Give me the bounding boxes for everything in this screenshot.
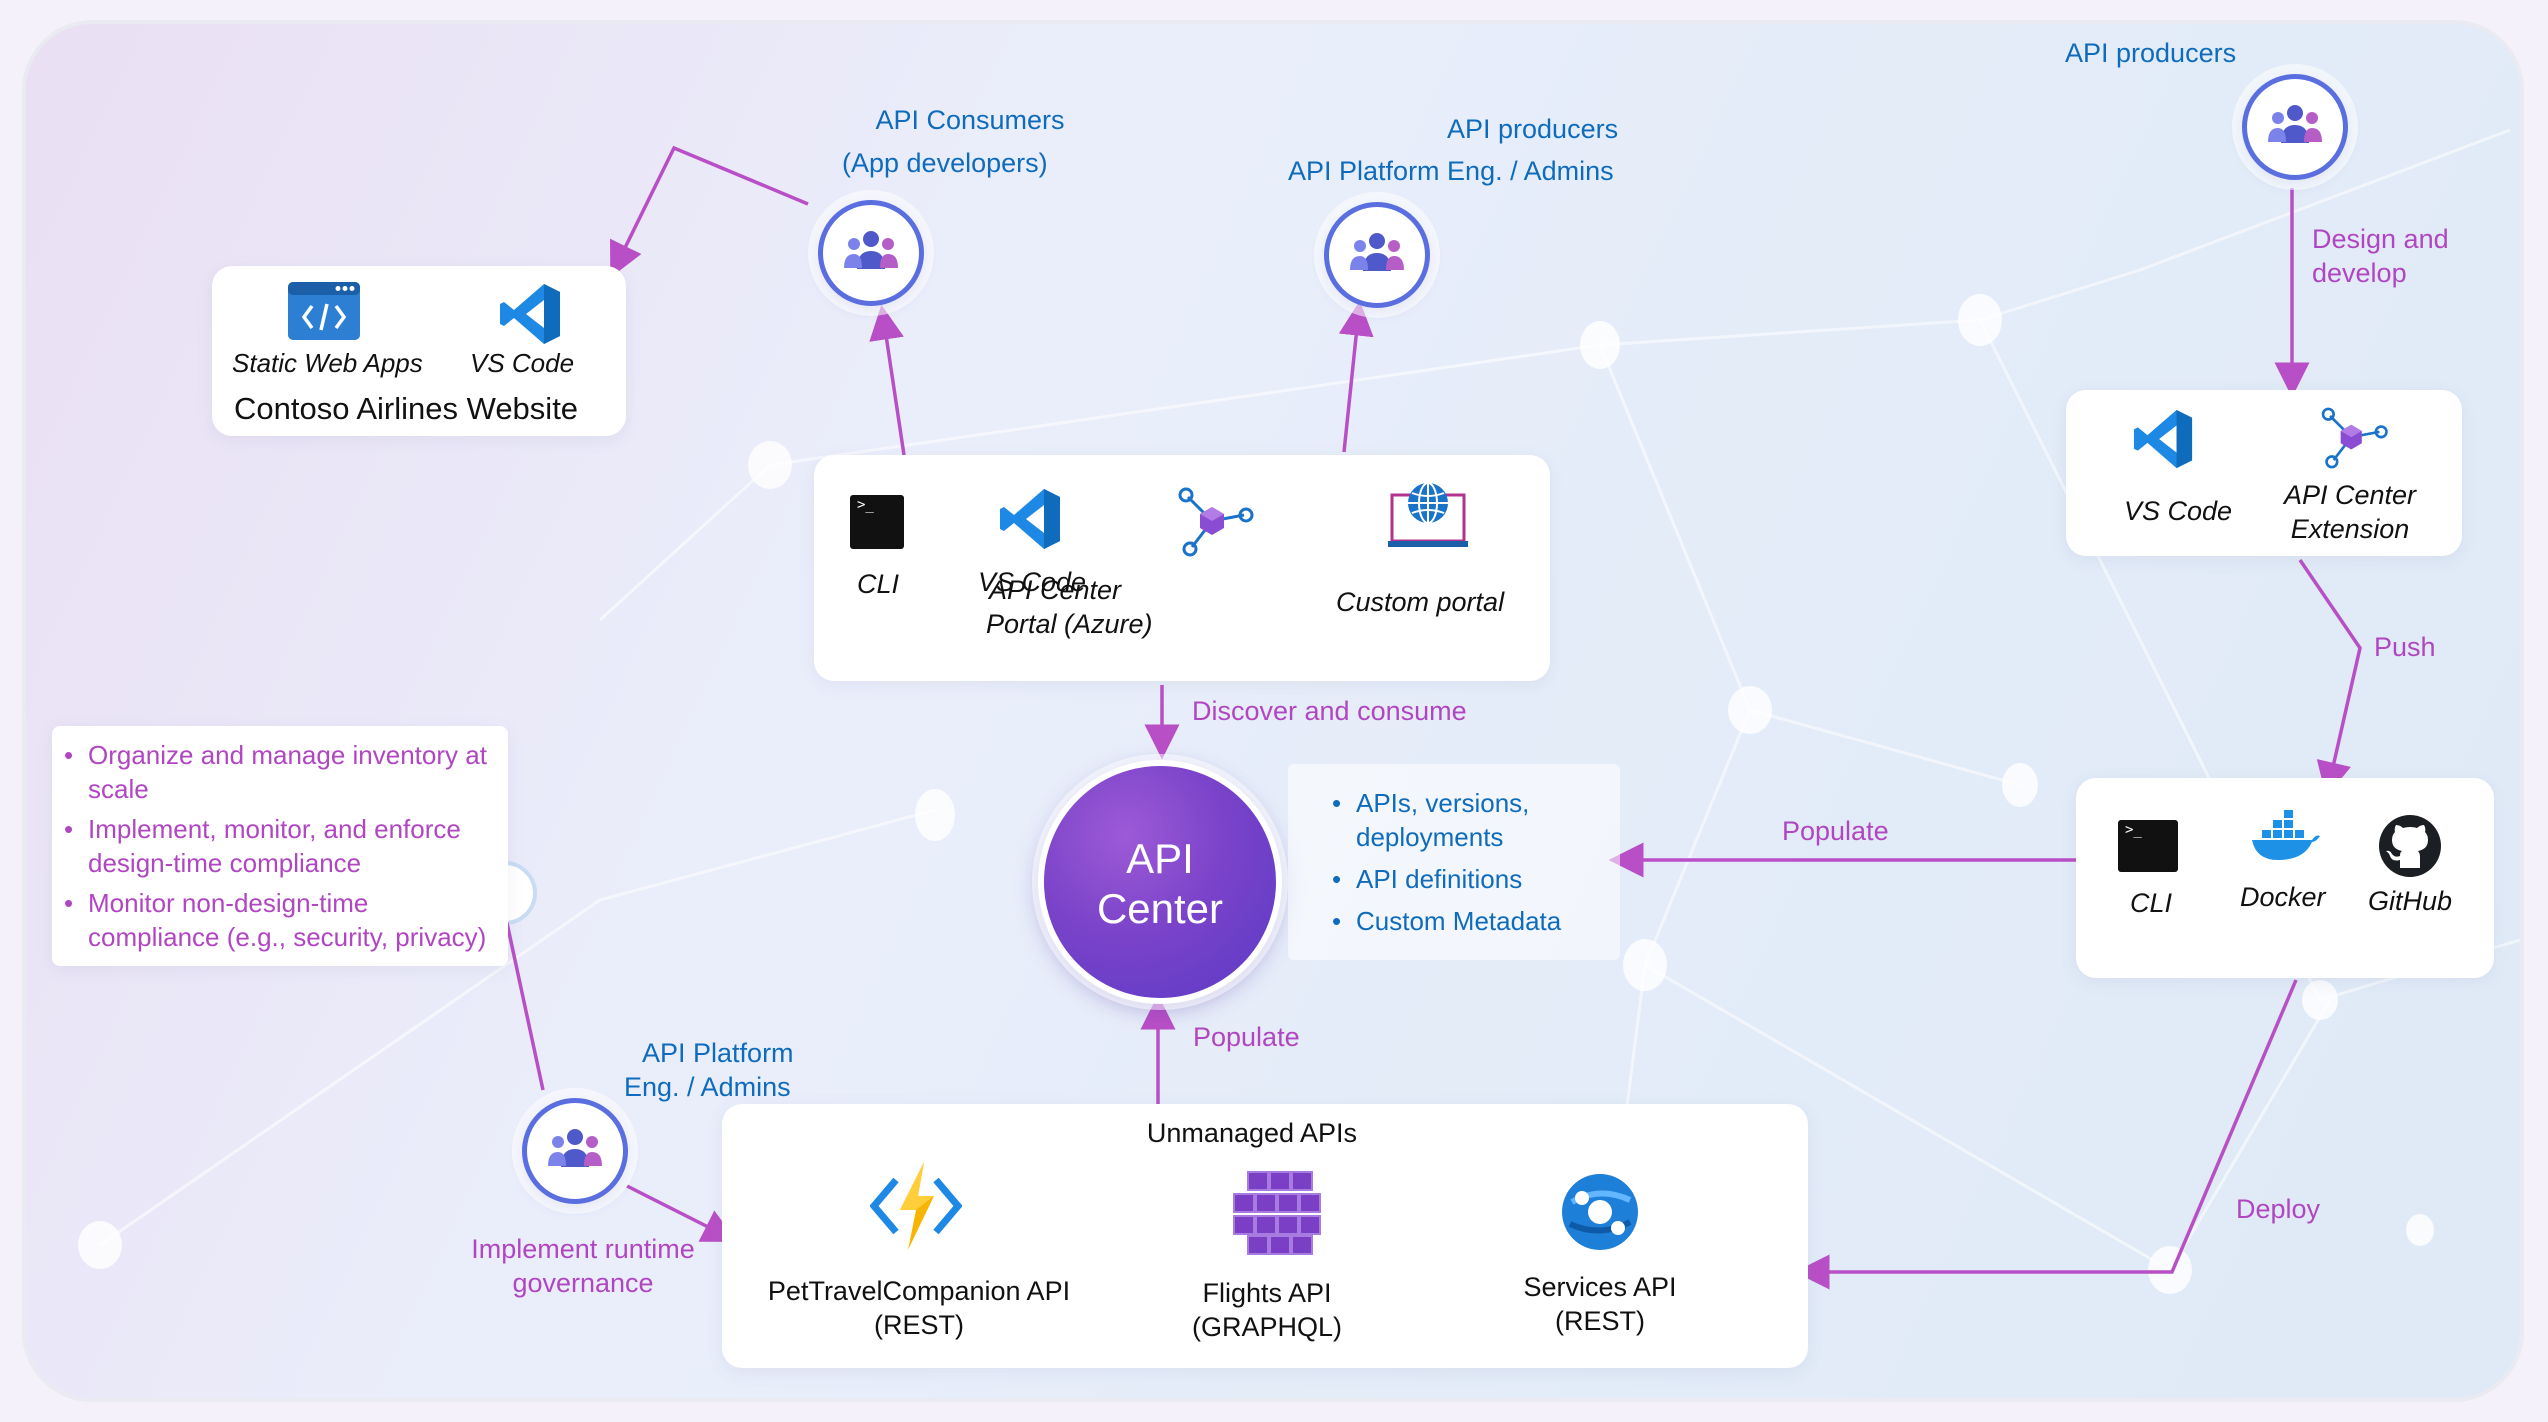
custom-portal-label: Custom portal (1336, 587, 1505, 617)
docker-label: Docker (2240, 882, 2326, 912)
design-develop-label-1: Design and (2312, 224, 2449, 254)
design-develop-label-2: develop (2312, 258, 2407, 288)
api-center-hub: API Center (1038, 760, 1282, 1004)
vscode-label: VS Code (470, 348, 575, 378)
populate-bottom-label: Populate (1193, 1022, 1300, 1052)
api-center-extension-label-2: Extension (2290, 514, 2410, 544)
azure-functions-icon (870, 1162, 962, 1250)
api-producers-title: API producers (1447, 114, 1619, 144)
hub-title-2: Center (1096, 885, 1224, 932)
metadata-list: APIs, versions, deployments API definiti… (1328, 786, 1618, 938)
api-center-extension-label-1: API Center (2283, 480, 2417, 510)
globe-laptop-icon (1388, 482, 1468, 547)
governance-card: Organize and manage inventory at scale I… (52, 726, 508, 966)
populate-right-label: Populate (1782, 816, 1889, 846)
api-consumers-title: API Consumers (875, 105, 1065, 135)
governance-item: Monitor non-design-time compliance (e.g.… (60, 886, 500, 954)
api-producers-right-avatar (2242, 74, 2348, 180)
api-platform-subtitle: Eng. / Admins (624, 1072, 791, 1102)
deployment-tools-card: >_ CLI Docker GitHub (2076, 778, 2494, 978)
api-center-icon (1178, 487, 1254, 557)
github-label: GitHub (2368, 886, 2453, 916)
api-platform-title: API Platform (642, 1038, 794, 1068)
developer-tools-card: VS Code API Center Extension (2066, 390, 2462, 556)
people-icon (548, 1129, 602, 1167)
people-icon (844, 231, 898, 269)
cli-label: CLI (857, 569, 900, 599)
governance-list: Organize and manage inventory at scale I… (60, 738, 500, 954)
terminal-icon: >_ (2118, 820, 2178, 872)
website-card: Static Web Apps VS Code Contoso Airlines… (212, 266, 626, 436)
runtime-governance-label-1: Implement runtime (471, 1234, 695, 1264)
api-name: Flights API (1202, 1278, 1332, 1308)
api-consumers-subtitle: (App developers) (842, 148, 1048, 178)
people-icon (2268, 105, 2322, 143)
api-management-icon (1562, 1174, 1638, 1250)
metadata-item: APIs, versions, deployments (1328, 786, 1618, 854)
consumer-tools-card: >_ CLI VS Code API Center Portal (Azure) (814, 455, 1550, 681)
api-producers-right-title: API producers (2065, 38, 2237, 68)
api-producers-subtitle: API Platform Eng. / Admins (1288, 156, 1614, 186)
api-producers-avatar (1324, 202, 1430, 308)
vscode-icon (500, 284, 560, 344)
api-name: PetTravelCompanion API (767, 1276, 1071, 1306)
governance-item: Implement, monitor, and enforce design-t… (60, 812, 500, 880)
vscode-icon (1000, 489, 1060, 549)
vscode-label: VS Code (978, 567, 1087, 597)
vscode-label: VS Code (2124, 496, 2233, 526)
api-name: Services API (1523, 1272, 1677, 1302)
deploy-label: Deploy (2236, 1194, 2321, 1224)
cli-label: CLI (2130, 888, 2173, 918)
vscode-icon (2133, 409, 2193, 469)
kubernetes-cluster-icon (1233, 1171, 1321, 1255)
website-title: Contoso Airlines Website (234, 391, 579, 426)
github-icon (2379, 815, 2441, 877)
api-consumers-avatar (818, 200, 924, 306)
docker-icon (2252, 810, 2320, 860)
api-center-portal-label-1: API Center (988, 575, 1122, 605)
api-type: (REST) (1555, 1306, 1645, 1336)
runtime-governance-label-2: governance (512, 1268, 654, 1298)
static-web-apps-label: Static Web Apps (232, 348, 423, 378)
metadata-item: Custom Metadata (1328, 904, 1618, 938)
api-platform-avatar (522, 1098, 628, 1204)
metadata-item: API definitions (1328, 862, 1618, 896)
terminal-icon: >_ (850, 495, 904, 549)
api-center-icon (2321, 407, 2388, 469)
unmanaged-title: Unmanaged APIs (1146, 1118, 1358, 1148)
people-icon (1350, 233, 1404, 271)
static-web-apps-icon (288, 282, 360, 340)
push-label: Push (2374, 632, 2436, 662)
unmanaged-apis-card: Unmanaged APIs PetTravelCompanion API (R… (722, 1104, 1808, 1368)
metadata-box: APIs, versions, deployments API definiti… (1288, 764, 1620, 960)
api-center-portal-label-2: Portal (Azure) (986, 609, 1153, 639)
api-type: (REST) (874, 1310, 964, 1340)
api-type: (GRAPHQL) (1191, 1312, 1343, 1342)
hub-title-1: API (1126, 835, 1194, 882)
discover-consume-label: Discover and consume (1192, 696, 1467, 726)
governance-item: Organize and manage inventory at scale (60, 738, 500, 806)
